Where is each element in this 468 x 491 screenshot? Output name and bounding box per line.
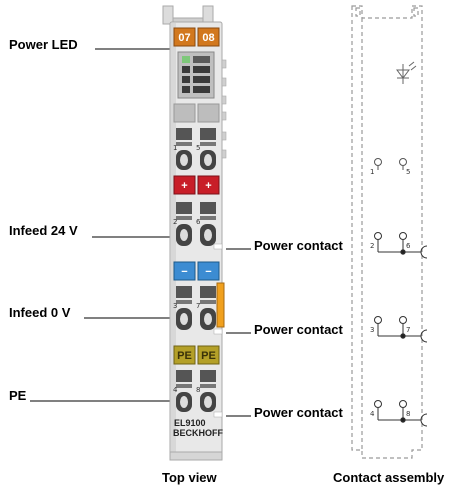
terminal-number-5: 5: [196, 144, 200, 152]
minus-symbol-right: −: [205, 266, 211, 278]
terminal-number-1: 1: [173, 144, 177, 152]
contact-number-4: 4: [370, 410, 375, 418]
terminal-number-4: 4: [173, 386, 178, 394]
terminal-top-view: 07 08 1 5 + +: [162, 5, 227, 461]
power-contact-label-1: Power contact: [254, 238, 343, 253]
infeed-0v-label: Infeed 0 V: [9, 305, 71, 320]
contact-number-6: 6: [406, 242, 411, 250]
terminal-block-3: [176, 286, 216, 330]
contact-pair-3-7: [374, 316, 428, 343]
led-diode-icon: [396, 61, 417, 84]
plus-tag-right: [197, 175, 220, 195]
contact-number-1: 1: [370, 168, 374, 176]
led-tag-07: [173, 27, 196, 47]
plus-symbol-left: +: [181, 180, 187, 192]
plus-tag-left: [173, 175, 196, 195]
terminal-number-7: 7: [196, 302, 200, 310]
side-power-contact: [216, 282, 225, 328]
terminal-block-4: [176, 370, 216, 412]
contact-number-3: 3: [370, 326, 374, 334]
power-contact-label-2: Power contact: [254, 322, 343, 337]
pe-tag-left: [173, 345, 196, 365]
contact-number-8: 8: [406, 410, 410, 418]
minus-tag-left: [173, 261, 196, 281]
contact-pair-1-5: [374, 158, 407, 170]
power-contact-label-3: Power contact: [254, 405, 343, 420]
contact-number-5: 5: [406, 168, 410, 176]
led-tag-label-08: 08: [202, 32, 214, 44]
contact-number-7: 7: [406, 326, 410, 334]
pe-label: PE: [9, 388, 27, 403]
led-tag-08: [197, 27, 220, 47]
plus-symbol-right: +: [205, 180, 211, 192]
terminal-number-8: 8: [196, 386, 200, 394]
led-tag-label-07: 07: [178, 32, 190, 44]
terminal-block-2: [176, 202, 216, 246]
terminal-number-6: 6: [196, 218, 201, 226]
terminal-number-3: 3: [173, 302, 177, 310]
contact-pair-4-8: [374, 400, 428, 427]
infeed-24v-label: Infeed 24 V: [9, 223, 78, 238]
power-led-label: Power LED: [9, 37, 78, 52]
contact-assembly-caption: Contact assembly: [333, 470, 445, 485]
leader-lines: [30, 48, 251, 417]
terminal-block-1: [176, 128, 216, 170]
terminal-number-2: 2: [173, 218, 177, 226]
contact-pair-2-6: [374, 232, 428, 259]
contact-number-2: 2: [370, 242, 374, 250]
contact-assembly-outline: [351, 5, 423, 459]
minus-tag-right: [197, 261, 220, 281]
pe-tag-label-right: PE: [201, 350, 216, 362]
pe-tag-right: [197, 345, 220, 365]
minus-symbol-left: −: [181, 266, 187, 278]
brand-text: BECKHOFF: [173, 428, 223, 438]
model-text: EL9100: [174, 418, 206, 428]
pe-tag-label-left: PE: [177, 350, 192, 362]
top-view-caption: Top view: [162, 470, 217, 485]
